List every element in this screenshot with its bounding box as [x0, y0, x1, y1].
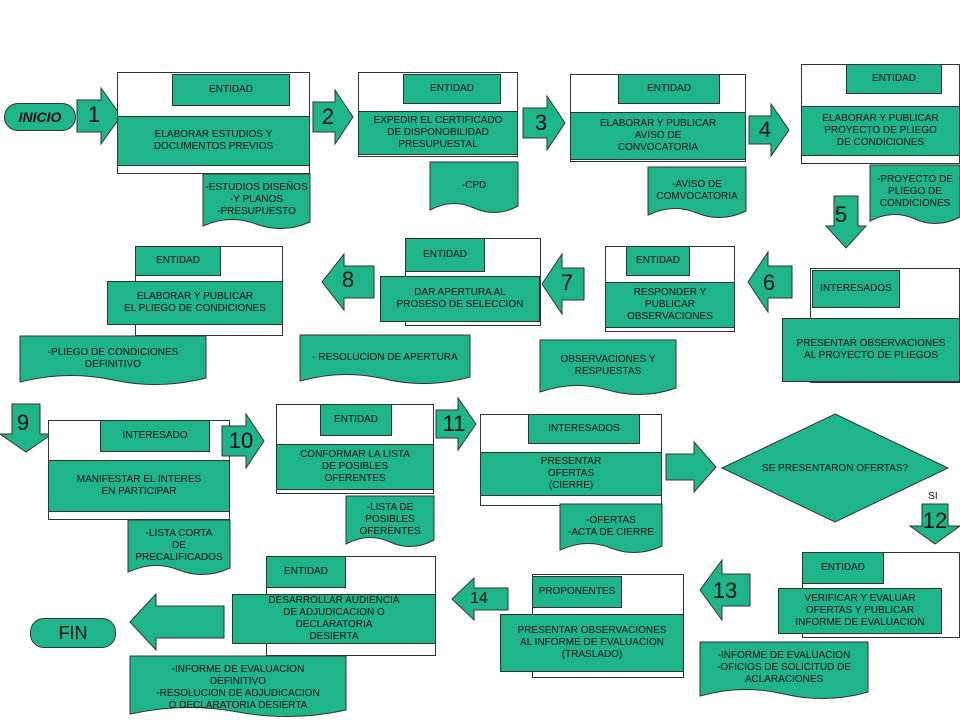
- step-number-12: 12: [922, 508, 948, 533]
- arrow-to-fin: [129, 592, 225, 652]
- decision-question: SE PRESENTARON OFERTAS?: [761, 462, 909, 474]
- step-12-document-text: -INFORME DE EVALUACION -OFICIOS DE SOLIC…: [717, 650, 851, 686]
- step-11-document-text: -OFERTAS -ACTA DE CIERRE: [568, 514, 654, 538]
- step-7-action: DAR APERTURA AL PROSESO DE SELECCION: [380, 276, 540, 322]
- step-4-document-text: -PROYECTO DE PLIEGO DE CONDICIONES: [877, 174, 953, 210]
- step-12-action: VERIFICAR Y EVALUAR OFERTAS Y PUBLICAR I…: [778, 588, 942, 634]
- step-1-action: ELABORAR ESTUDIOS Y DOCUMENTOS PREVIOS: [117, 116, 310, 166]
- step-8-actor: ENTIDAD: [135, 246, 221, 276]
- step-3-document-text: -AVISO DE COMVOCATORIA: [656, 178, 738, 202]
- step-2-document: -CPD: [429, 161, 519, 216]
- step-4-document: -PROYECTO DE PLIEGO DE CONDICIONES: [869, 164, 960, 227]
- step-8-document-text: -PLIEGO DE CONDICIONES DEFINITIVO: [47, 346, 179, 370]
- step-11-actor: INTERESADOS: [528, 414, 640, 444]
- step-6-document-text: OBSERVACIONES Y RESPUESTAS: [560, 353, 656, 377]
- decision-diamond: [720, 413, 950, 523]
- step-1-document: -ESTUDIOS DISEÑOS -Y PLANOS -PRESUPUESTO: [202, 173, 311, 232]
- arrow-6: [747, 250, 793, 314]
- step-6-actor: ENTIDAD: [626, 246, 690, 276]
- step-11-action: PRESENTAR OFERTAS (CIERRE): [480, 452, 662, 496]
- arrow-13: [699, 558, 751, 622]
- arrow-4: [748, 102, 790, 158]
- step-2-document-text: -CPD: [461, 179, 487, 191]
- arrow-to-decision: [665, 440, 717, 494]
- start-label: INICIO: [18, 109, 62, 125]
- step-number-7: 7: [560, 270, 574, 295]
- step-2-actor: ENTIDAD: [403, 74, 501, 104]
- step-14-actor: ENTIDAD: [266, 556, 346, 588]
- end-label: FIN: [58, 622, 88, 643]
- step-6-action: RESPONDER Y PUBLICAR OBSERVACIONES: [605, 282, 735, 328]
- end-terminal: FIN: [30, 618, 116, 648]
- step-10-action: CONFORMAR LA LISTA DE POSIBLES OFERENTES: [276, 444, 434, 490]
- step-1-document-text: -ESTUDIOS DISEÑOS -Y PLANOS -PRESUPUESTO: [205, 181, 308, 217]
- step-6-document: OBSERVACIONES Y RESPUESTAS: [539, 339, 677, 398]
- arrow-7: [541, 252, 585, 316]
- step-number-11: 11: [442, 411, 466, 436]
- step-1-actor: ENTIDAD: [172, 74, 290, 106]
- step-3-actor: ENTIDAD: [618, 74, 720, 104]
- arrow-14: [451, 576, 509, 622]
- step-number-5: 5: [834, 202, 848, 227]
- step-4-actor: ENTIDAD: [846, 64, 942, 94]
- arrow-5: [824, 195, 868, 249]
- step-9-document: -LISTA CORTA DE PRECALIFICADOS: [127, 519, 231, 578]
- step-9-document-text: -LISTA CORTA DE PRECALIFICADOS: [135, 527, 223, 563]
- step-10-document: -LISTA DE POSIBLES OFERENTES: [345, 495, 435, 550]
- step-10-actor: ENTIDAD: [320, 404, 392, 436]
- start-terminal: INICIO: [4, 103, 76, 131]
- arrow-10: [221, 412, 265, 470]
- arrow-11: [435, 396, 477, 452]
- step-12-document: -INFORME DE EVALUACION -OFICIOS DE SOLIC…: [699, 641, 869, 702]
- step-number-8: 8: [341, 267, 355, 292]
- step-3-action: ELABORAR Y PUBLICAR AVISO DE CONVOCATORI…: [570, 112, 746, 160]
- arrow-2: [312, 88, 354, 146]
- step-number-10: 10: [228, 428, 254, 453]
- step-12-actor: ENTIDAD: [802, 552, 884, 584]
- step-number-14: 14: [470, 590, 488, 607]
- step-number-3: 3: [534, 110, 548, 135]
- step-7-actor: ENTIDAD: [405, 238, 485, 272]
- arrow-9: [0, 403, 54, 453]
- step-13-actor: PROPONENTES: [532, 576, 622, 608]
- arrow-12: [908, 503, 960, 545]
- step-10-document-text: -LISTA DE POSIBLES OFERENTES: [359, 501, 421, 537]
- step-13-action: PRESENTAR OBSERVACIONES AL INFORME DE EV…: [500, 614, 684, 672]
- step-number-2: 2: [321, 104, 335, 129]
- step-9-action: MANIFESTAR EL INTERES EN PARTICIPAR: [48, 460, 230, 512]
- arrow-8: [321, 252, 375, 312]
- step-number-1: 1: [87, 102, 101, 127]
- step-number-9: 9: [16, 410, 30, 435]
- step-4-action: ELABORAR Y PUBLICAR PROYECTO DE PLIEGO D…: [801, 106, 960, 156]
- step-number-4: 4: [758, 117, 772, 142]
- step-5-actor: INTERESADOS: [812, 270, 900, 308]
- step-14-document: -INFORME DE EVALUACION DEFINITIVO -RESOL…: [129, 655, 347, 720]
- step-5-action: PRESENTAR OBSERVACIONES AL PROYECTO DE P…: [782, 318, 960, 382]
- step-14-action: DESARROLLAR AUDIENCIA DE ADJUDICACION O …: [232, 594, 436, 644]
- step-11-document: -OFERTAS -ACTA DE CIERRE: [559, 503, 663, 556]
- step-14-document-text: -INFORME DE EVALUACION DEFINITIVO -RESOL…: [156, 664, 320, 711]
- step-7-document-text: - RESOLUCION DE APERTURA: [312, 351, 458, 363]
- step-number-13: 13: [712, 578, 738, 603]
- step-2-action: EXPEDIR EL CERTIFICADO DE DISPONOBILIDAD…: [358, 111, 518, 155]
- arrow-1: [76, 86, 122, 146]
- step-number-6: 6: [762, 270, 776, 295]
- step-8-action: ELABORAR Y PUBLICAR EL PLIEGO DE CONDICI…: [107, 281, 283, 325]
- decision-yes-label: SI: [928, 490, 938, 502]
- step-8-document: -PLIEGO DE CONDICIONES DEFINITIVO: [19, 335, 207, 388]
- arrow-3: [522, 94, 566, 152]
- step-3-document: -AVISO DE COMVOCATORIA: [647, 166, 747, 221]
- step-9-actor: INTERESADO: [100, 420, 210, 452]
- step-7-document: - RESOLUCION DE APERTURA: [299, 334, 471, 387]
